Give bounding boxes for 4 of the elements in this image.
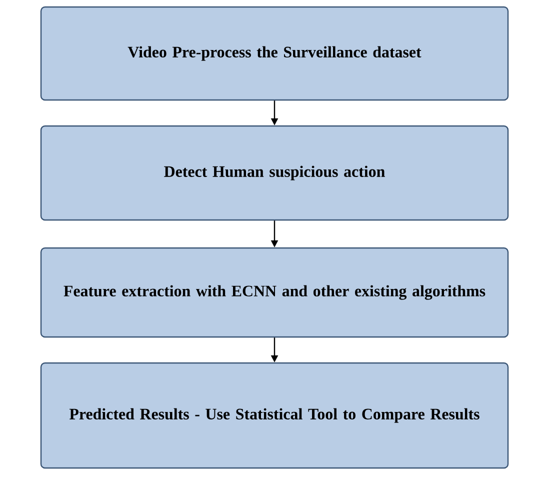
process-box: Video Pre-process the Surveillance dataset [40,6,509,101]
process-box: Feature extraction with ECNN and other existing algorithms [40,247,509,338]
process-box: Detect Human suspicious action [40,125,509,221]
process-box: Predicted Results - Use Statistical Tool to Compare Results [40,362,509,469]
